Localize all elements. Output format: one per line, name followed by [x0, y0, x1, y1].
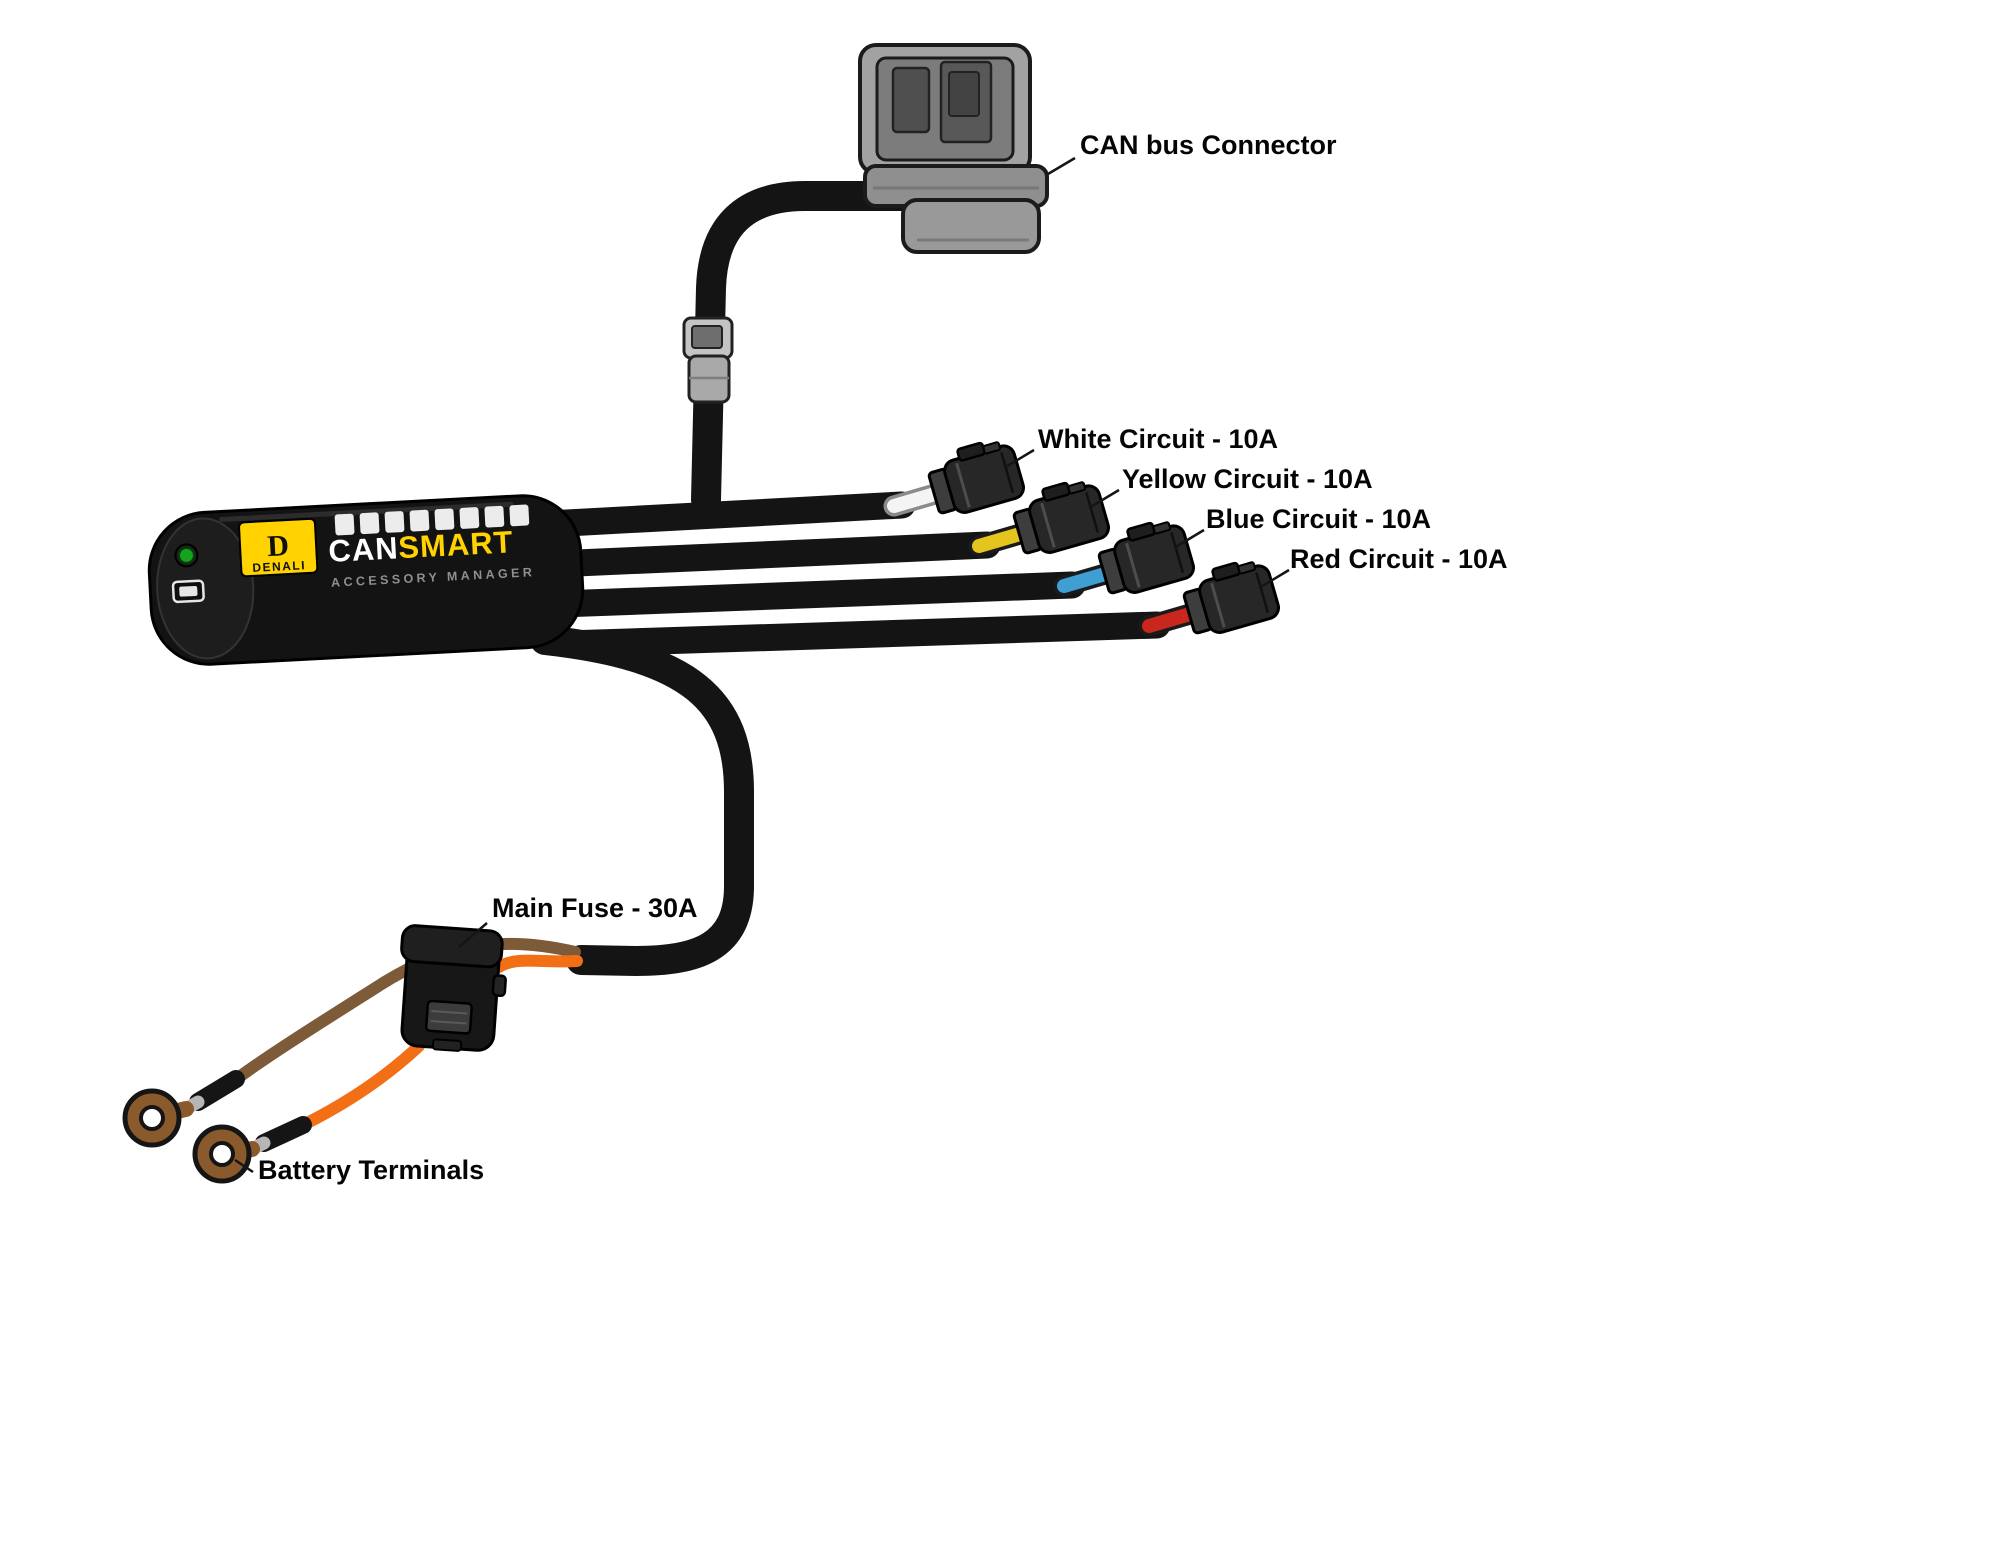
- connector-pin-block: [891, 66, 931, 134]
- connector-ridge: [1085, 492, 1100, 534]
- circuit-cable-white: [534, 491, 916, 538]
- indicator-bar: [359, 512, 380, 535]
- label-white-circuit: White Circuit - 10A: [1038, 424, 1278, 454]
- heat-shrink: [255, 1116, 312, 1152]
- leader-line-yellow: [1088, 488, 1120, 510]
- can-bus-cable: [691, 181, 930, 515]
- leader-line-white: [1003, 448, 1035, 470]
- label-main-fuse: Main Fuse - 30A: [492, 893, 698, 923]
- fuse-side-nub: [491, 974, 507, 998]
- connector-lower-housing: [901, 198, 1041, 254]
- ring-terminal-positive-hole: [209, 1141, 235, 1167]
- connector-ridge: [1255, 572, 1270, 614]
- fuse-cap: [400, 924, 504, 969]
- connector-ridge: [1210, 582, 1226, 628]
- connector-ridge: [1125, 542, 1141, 588]
- circuit-cable-blue: [546, 571, 1086, 618]
- indicator-bar: [434, 508, 455, 531]
- leader-line-blue: [1173, 528, 1205, 550]
- circuit-connector-blue: [1097, 521, 1196, 595]
- inline-connector-window: [691, 325, 723, 349]
- fuse-window-lines: [430, 1009, 468, 1025]
- indicator-bar: [409, 509, 430, 532]
- fuse-window: [424, 999, 473, 1035]
- connector-latch: [1152, 521, 1172, 535]
- connector-ridge: [1000, 452, 1015, 494]
- positive-wire-orange-out: [289, 1040, 425, 1135]
- cansmart-device: D DENALI CAN SMART ACCESSORY MANAGER: [147, 494, 585, 666]
- indicator-bar: [509, 504, 530, 527]
- device-name-primary: CAN: [328, 530, 400, 569]
- can-bus-connector: [858, 43, 1049, 254]
- main-fuse-holder: [400, 924, 507, 1052]
- connector-pin-block: [948, 71, 980, 117]
- device-top-highlight: [219, 501, 514, 522]
- connector-latch: [982, 441, 1002, 455]
- circuit-cable-yellow: [540, 531, 1001, 578]
- connector-latch: [1237, 561, 1257, 575]
- connector-ridge: [1040, 502, 1056, 548]
- connector-latch: [1067, 481, 1087, 495]
- denali-logo: D DENALI: [238, 517, 319, 578]
- leader-line-red: [1258, 568, 1290, 590]
- denali-brand-text: DENALI: [252, 558, 306, 575]
- label-blue-circuit: Blue Circuit - 10A: [1206, 504, 1431, 534]
- leader-line-fuse: [458, 922, 488, 948]
- fuse-latch: [431, 1038, 463, 1052]
- leader-line-battery: [234, 1158, 254, 1174]
- heat-shrink: [189, 1070, 245, 1111]
- device-name-secondary: SMART: [397, 524, 514, 565]
- indicator-bar: [384, 511, 405, 533]
- indicator-bar: [334, 513, 355, 536]
- label-red-circuit: Red Circuit - 10A: [1290, 544, 1508, 574]
- positive-wire-orange-in: [493, 954, 583, 973]
- indicator-bars: [334, 504, 530, 536]
- circuit-connector-white: [927, 441, 1026, 515]
- circuit-connector-yellow: [1012, 481, 1111, 555]
- ring-terminal-ground-hole: [139, 1105, 165, 1131]
- denali-logo-glyph: D: [266, 529, 289, 563]
- label-battery-terminals: Battery Terminals: [258, 1155, 484, 1185]
- usb-port-icon-inner: [179, 585, 198, 597]
- circuit-connector-red: [1182, 561, 1281, 635]
- status-led-ring: [174, 543, 199, 568]
- connector-ridge: [955, 462, 971, 508]
- leader-line-can-bus: [1047, 156, 1076, 176]
- status-led: [177, 546, 195, 564]
- circuit-cable-red: [552, 611, 1171, 658]
- denali-logo-box: [238, 517, 319, 578]
- indicator-bar: [484, 505, 505, 528]
- battery-harness-cable: [530, 625, 754, 976]
- ground-wire-brown: [220, 937, 581, 1093]
- inline-connector: [682, 316, 734, 404]
- indicator-bar: [459, 507, 480, 529]
- connector-ridge: [1170, 532, 1185, 574]
- label-can-bus-connector: CAN bus Connector: [1080, 130, 1337, 160]
- label-yellow-circuit: Yellow Circuit - 10A: [1122, 464, 1373, 494]
